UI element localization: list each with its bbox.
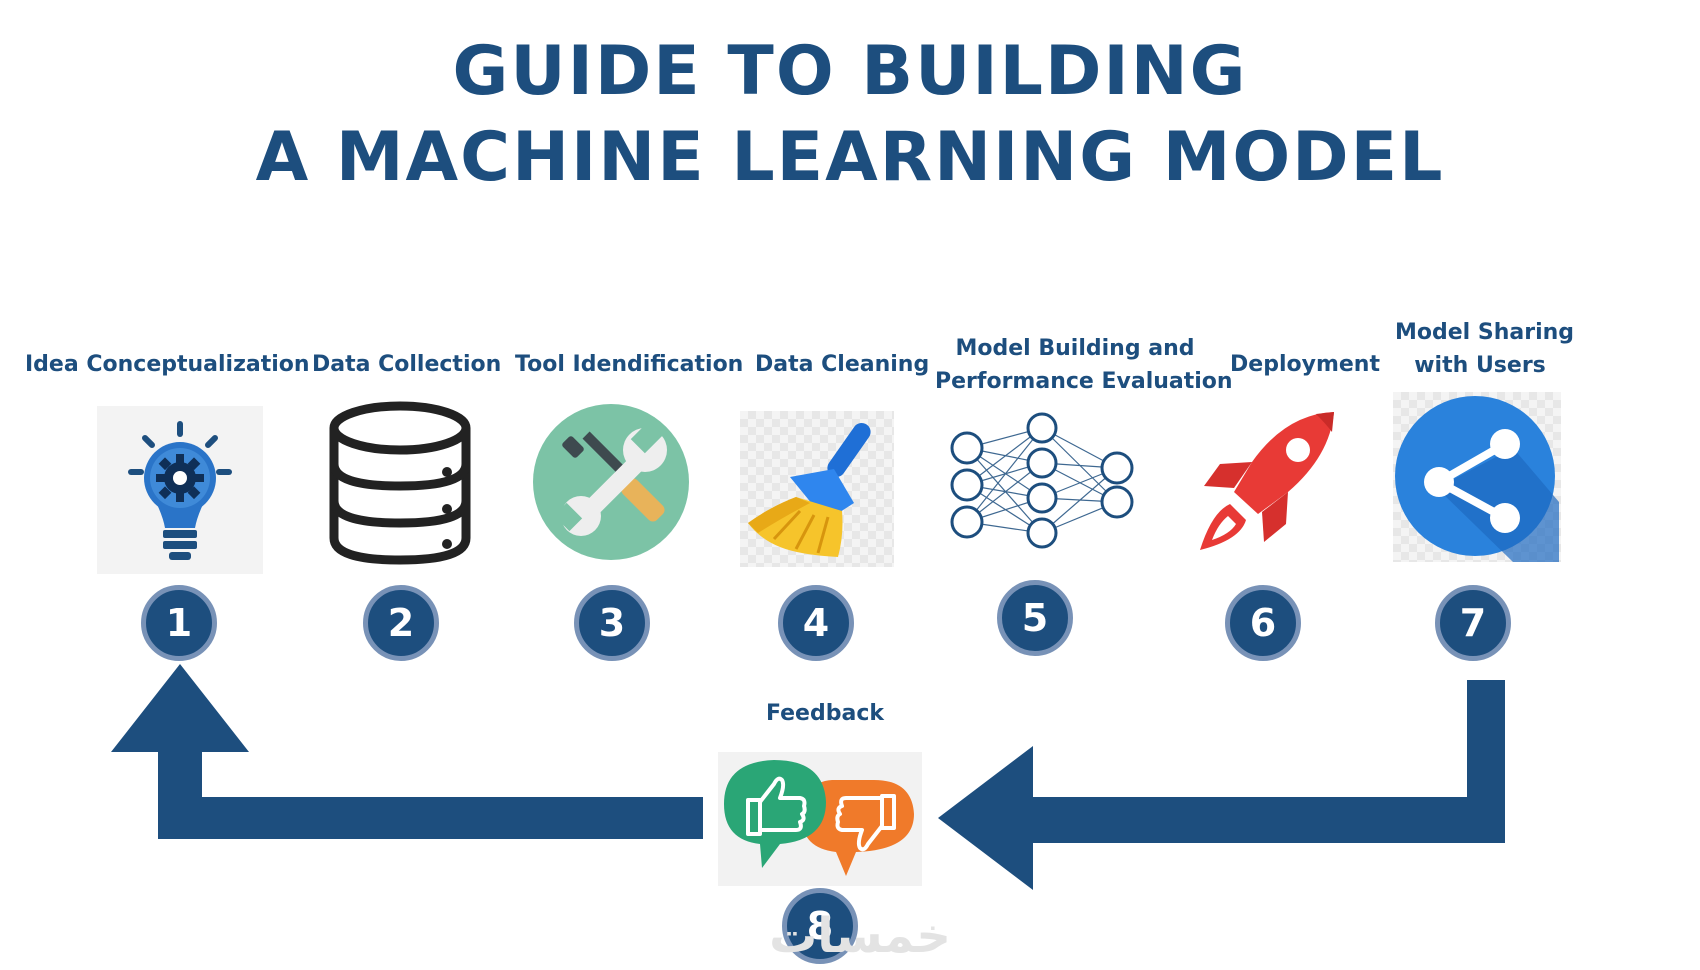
step-2-badge: 2	[363, 585, 439, 661]
step-8-badge: 8	[782, 888, 858, 964]
step-7-badge: 7	[1435, 585, 1511, 661]
feedback-arrow-from-step-7	[938, 680, 1505, 890]
database-icon	[325, 398, 475, 568]
step-5-label-line-1: Model Building and	[955, 336, 1195, 361]
step-7-label-line-2: with Users	[1414, 353, 1546, 378]
broom-icon	[740, 411, 894, 567]
lightbulb-gear-icon	[97, 406, 263, 574]
page-title-line-2: A MACHINE LEARNING MODEL	[255, 118, 1445, 197]
wrench-screwdriver-icon	[533, 404, 689, 560]
step-4-label: Data Cleaning	[755, 348, 930, 381]
step-5-label-line-2: Performance Evaluation	[935, 369, 1233, 394]
step-3-badge: 3	[574, 585, 650, 661]
step-3-label-line: Tool Idendification	[515, 352, 744, 377]
step-6-badge: 6	[1225, 585, 1301, 661]
step-3-label: Tool Idendification	[515, 348, 744, 381]
step-5-badge: 5	[997, 580, 1073, 656]
rocket-icon	[1190, 408, 1340, 560]
step-2-label: Data Collection	[312, 348, 502, 381]
page-title-line-1: GUIDE TO BUILDING	[452, 32, 1248, 111]
step-1-badge: 1	[141, 585, 217, 661]
step-1-label-line: Idea Conceptualization	[25, 352, 310, 377]
thumbs-up-down-icon	[718, 752, 922, 886]
step-1-label: Idea Conceptualization	[25, 348, 310, 381]
step-6-label: Deployment	[1225, 348, 1385, 381]
neural-network-icon	[950, 412, 1134, 558]
return-arrow-to-step-1	[111, 664, 703, 839]
step-4-badge: 4	[778, 585, 854, 661]
step-2-label-line: Data Collection	[312, 352, 502, 377]
step-4-label-line: Data Cleaning	[755, 352, 930, 377]
step-7-label: Model Sharing with Users	[1395, 316, 1575, 382]
feedback-label: Feedback	[766, 701, 884, 726]
step-6-label-line: Deployment	[1230, 352, 1380, 377]
step-5-label: Model Building and Performance Evaluatio…	[935, 332, 1233, 398]
step-7-label-line-1: Model Sharing	[1395, 320, 1575, 345]
watermark: خمسات	[769, 908, 951, 964]
share-icon	[1393, 392, 1561, 562]
